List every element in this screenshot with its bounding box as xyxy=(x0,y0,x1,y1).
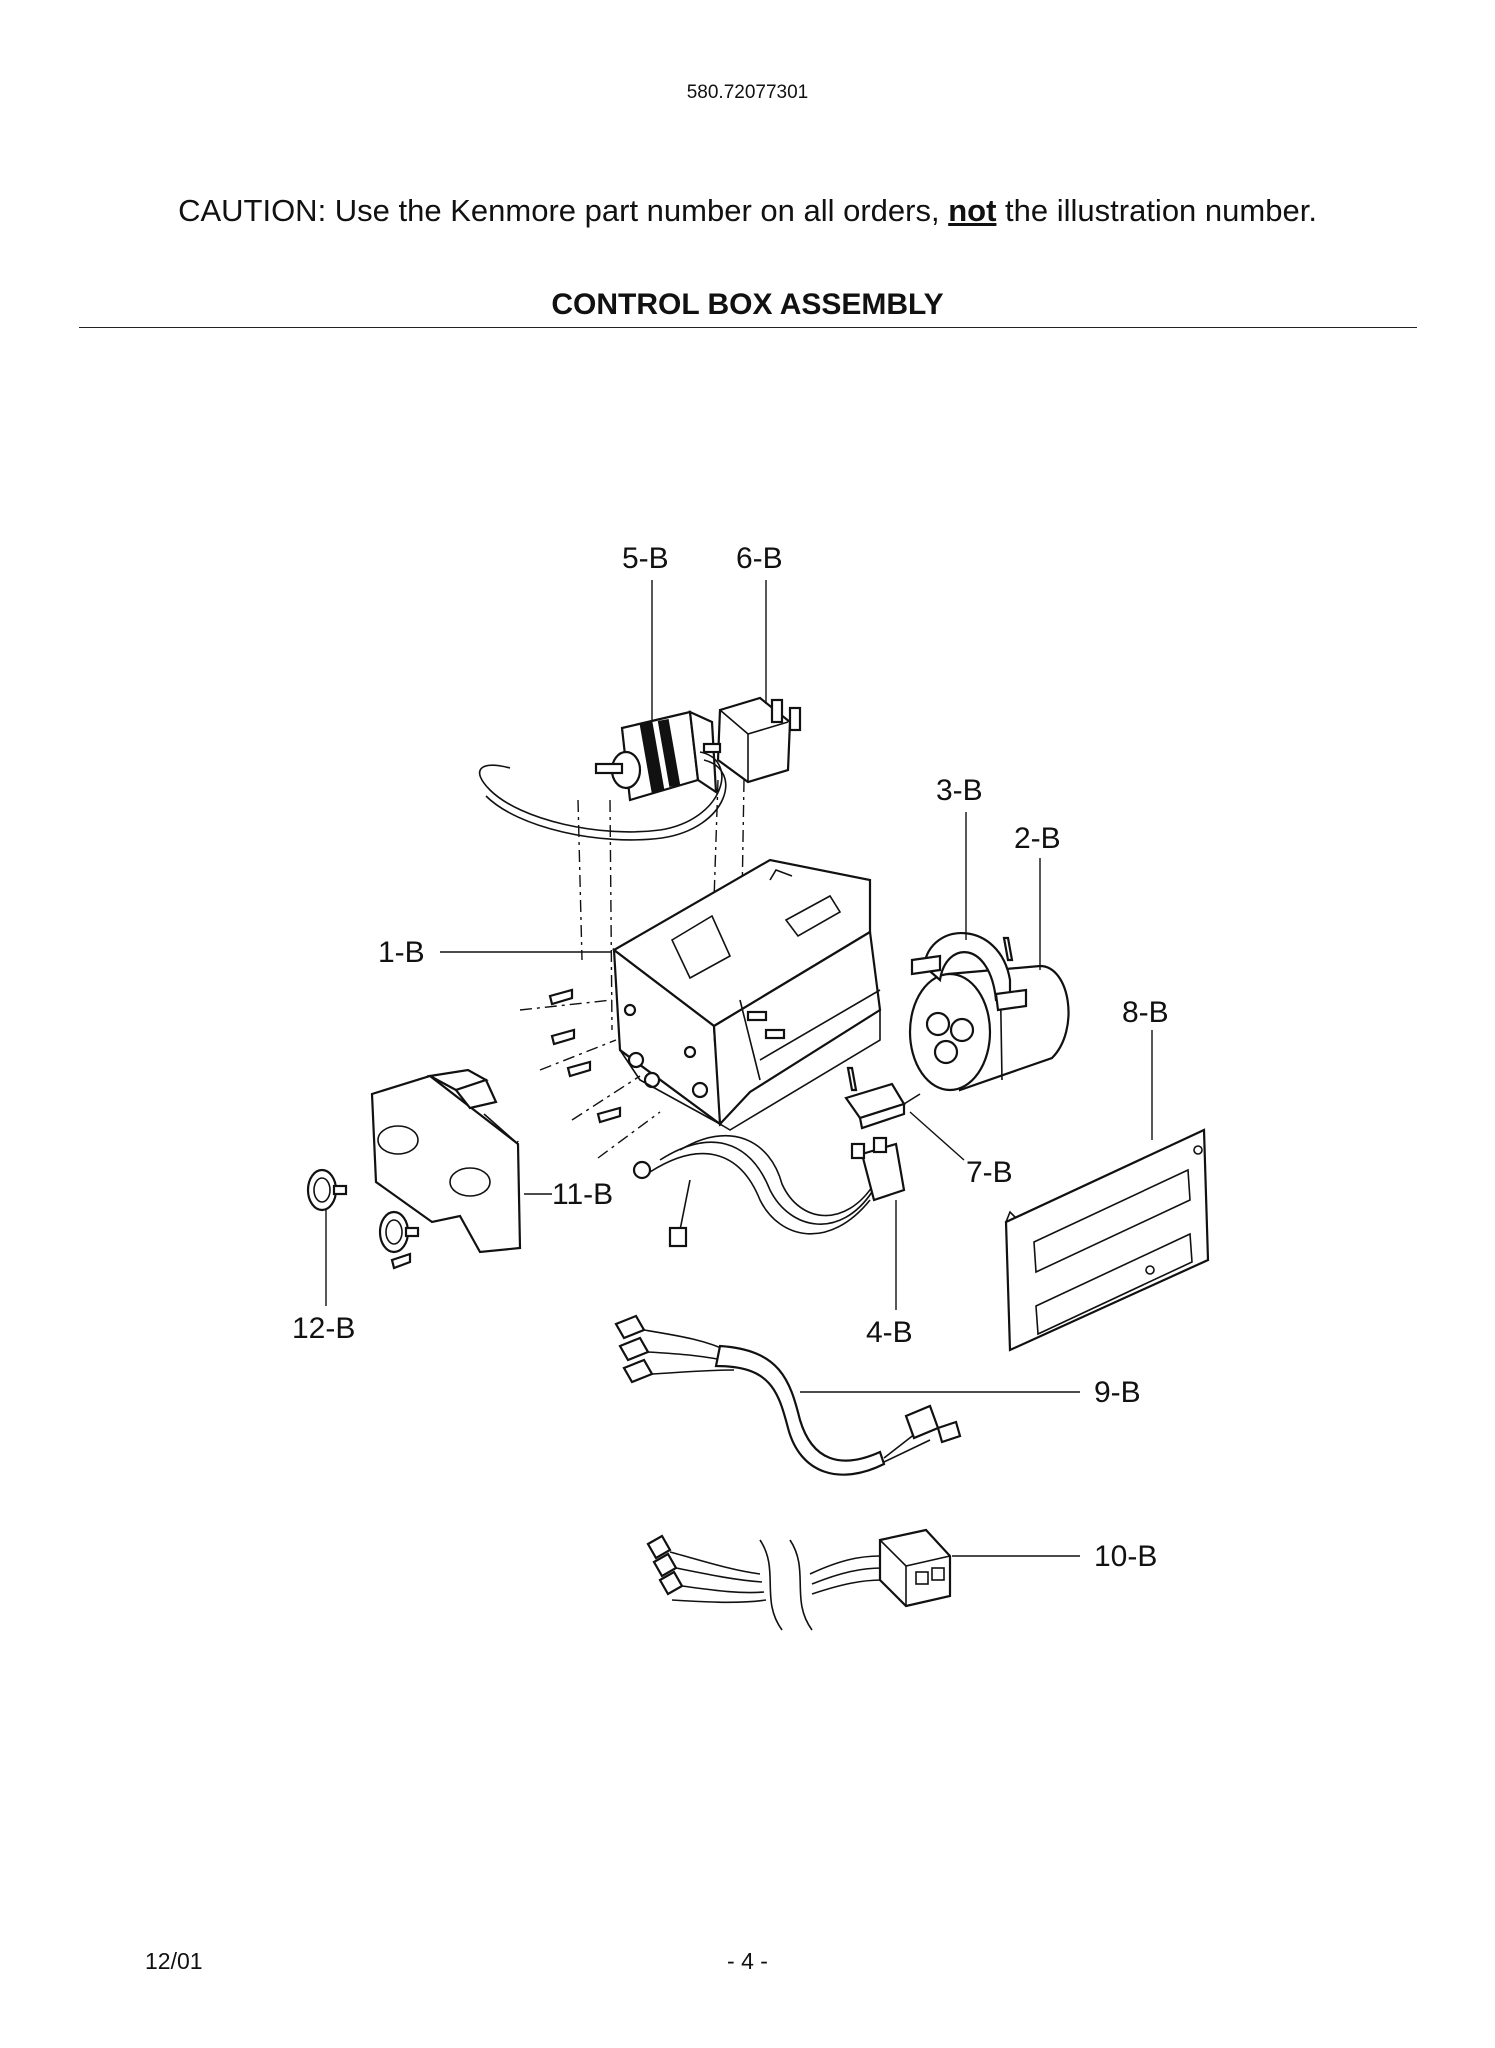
callout-6b: 6-B xyxy=(736,542,783,575)
caution-emphasis: not xyxy=(948,193,997,228)
section-title: CONTROL BOX ASSEMBLY xyxy=(551,288,944,321)
part-front-panel xyxy=(370,1068,522,1254)
footer-page-number: - 4 - xyxy=(727,1948,768,1974)
title-divider xyxy=(79,327,1417,328)
callout-labels: 5-B 6-B 3-B 2-B 1-B 8-B 7-B 11-B 12-B 4-… xyxy=(292,542,1169,1573)
part-capacitor xyxy=(908,959,1070,1092)
part-control-thermostat xyxy=(478,710,727,841)
callout-3b: 3-B xyxy=(936,774,983,807)
model-number: 580.72077301 xyxy=(686,82,809,103)
caution-text-suffix: the illustration number. xyxy=(996,193,1317,228)
callout-1b: 1-B xyxy=(378,936,425,969)
part-screws xyxy=(390,936,1014,1270)
part-knobs xyxy=(306,1168,420,1254)
caution-text-prefix: CAUTION: Use the Kenmore part number on … xyxy=(178,193,949,228)
callout-9b: 9-B xyxy=(1094,1376,1141,1409)
part-cover-plate xyxy=(1004,1128,1210,1352)
callout-8b: 8-B xyxy=(1122,996,1169,1029)
callout-5b: 5-B xyxy=(622,542,669,575)
leader-lines xyxy=(325,580,1153,1557)
callout-2b: 2-B xyxy=(1014,822,1061,855)
part-harness-10b xyxy=(646,1528,952,1631)
callout-12b: 12-B xyxy=(292,1312,355,1345)
part-relay xyxy=(702,696,802,784)
callout-11b: 11-B xyxy=(552,1178,613,1211)
caution-notice: CAUTION: Use the Kenmore part number on … xyxy=(0,193,1495,229)
callout-4b: 4-B xyxy=(866,1316,913,1349)
callout-10b: 10-B xyxy=(1094,1540,1157,1573)
part-control-box xyxy=(612,858,882,1131)
part-overload xyxy=(844,1082,921,1130)
part-capacitor-bracket xyxy=(910,932,1028,1012)
part-harness-main xyxy=(632,1134,906,1248)
footer-date: 12/01 xyxy=(145,1948,203,1974)
part-harness-9b xyxy=(614,1314,962,1476)
callout-7b: 7-B xyxy=(966,1156,1013,1189)
